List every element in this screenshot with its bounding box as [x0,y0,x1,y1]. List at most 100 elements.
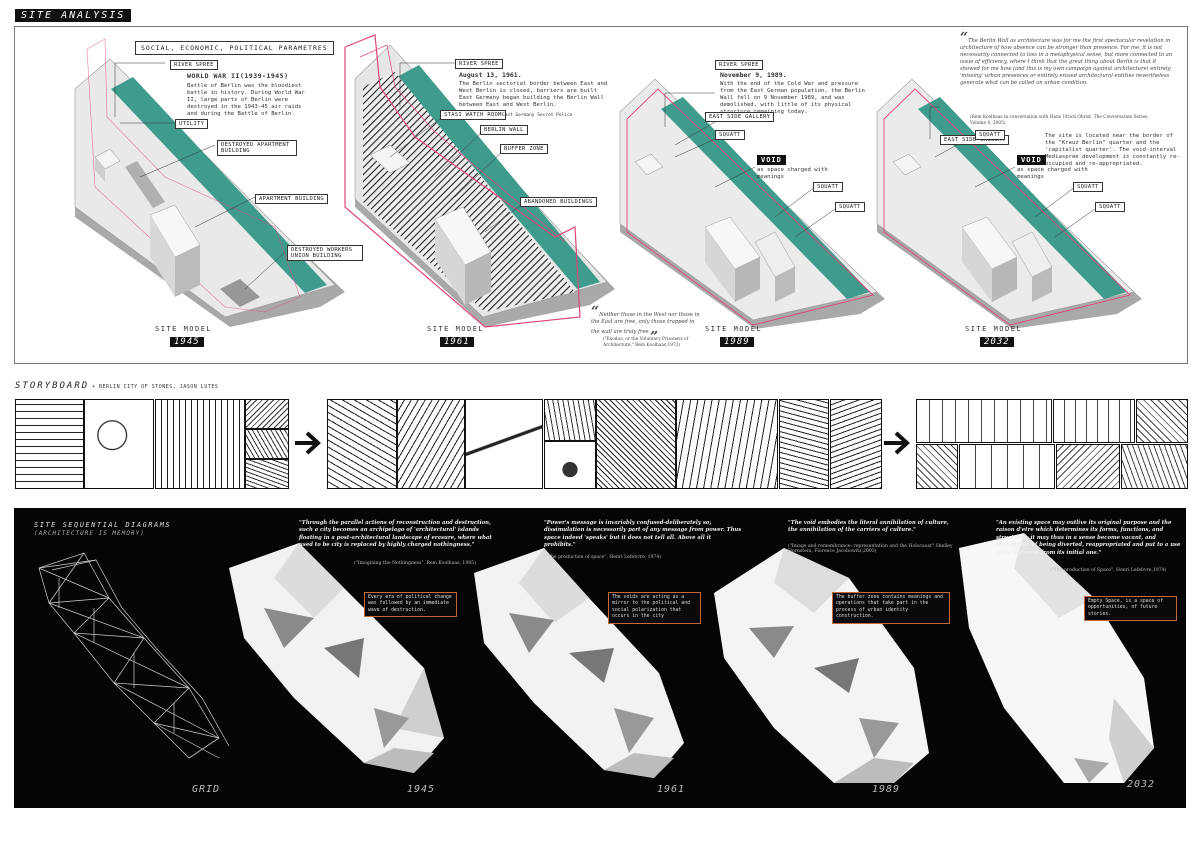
abandoned-side [435,219,465,305]
model-title-1945: WORLD WAR II(1939-1945) [187,72,289,80]
comic-panel [544,399,596,441]
grid-wireframe [38,552,230,759]
tag-berlin-wall: BERLIN WALL [480,125,528,135]
abandoned-front [465,252,491,305]
tag-river-spree-1945: RIVER SPREE [170,60,218,70]
sequence-note-2032: Empty Space, is a space of opportunities… [1084,596,1177,622]
tag-buffer-zone: BUFFER ZONE [500,144,548,154]
destroyed-building [125,161,165,208]
comic-panel [916,444,958,489]
model-desc-2032: The site is located near the border of t… [1045,133,1180,167]
comic-panel [959,444,1055,489]
model-desc-1989: With the end of the Cold War and pressur… [720,81,865,115]
comic-panel [544,441,596,489]
tag-squatt-2032-c: SQUATT [1095,202,1125,212]
tag-squatt-2032-a: SQUATT [975,130,1005,140]
sculpture-1989 [714,548,929,783]
model-title-1961: August 13, 1961. [459,71,522,79]
model-title-1989: November 9, 1989. [720,71,787,79]
river-1989 [661,97,870,299]
sequence-quote-1945: "Through the parallel actions of reconst… [299,520,492,549]
tag-east-side-gallery-2032: EAST SIDE GALLERY [940,135,1010,145]
tag-destroyed-apartment: DESTROYED APARTMENT BUILDING [217,140,297,156]
sequence-note-1989: The buffer zone contains meanings and op… [832,592,950,624]
comic-panel [596,399,676,489]
site-model-1945 [74,38,345,327]
site-models-svg [74,34,1142,329]
sculpture-1961 [474,548,684,778]
sequence-title: SITE SEQUENTIAL DIAGRAMS [34,521,172,529]
sequential-diagrams-panel: SITE SEQUENTIAL DIAGRAMS (ARCHITECTURE I… [14,508,1186,808]
site-analysis-header: SITE ANALYSIS [15,9,132,22]
storyboard-subtitle: + BERLIN CITY OF STONES, JASON LUTES [92,384,219,390]
apartment-side [150,215,175,297]
comic-panel [327,399,397,489]
tag-apartment-building: APARTMENT BUILDING [255,194,329,204]
void-text-2032: as space charged with meanings [1017,167,1088,180]
void-text-1989: as space charged with meanings [757,167,828,180]
river-2032 [918,97,1127,299]
void-label-2032: VOID [1017,155,1046,165]
tag-destroyed-union: DESTROYED WORKERS UNION BUILDING [287,245,363,261]
sequence-year-1961: 1961 [657,784,686,795]
tag-east-side-gallery-1989: EAST SIDE GALLERY [705,112,775,122]
inner-wall-line [359,44,566,243]
sequence-quote-1989: "The void embodies the literal annihilat… [788,520,949,534]
sequence-note-1961: The voids are acting as a mirror to the … [608,592,701,624]
year-1945: 1945 [170,337,204,347]
comic-panel [84,399,154,489]
comic-panel [830,399,882,489]
year-1989: 1989 [720,337,754,347]
apartment-front [175,245,200,297]
year-2032: 2032 [980,337,1014,347]
tag-squatt-1989-b: SQUATT [813,182,843,192]
comic-panel [1053,399,1135,443]
site-analysis-panel: SOCIAL, ECONOMIC, POLITICAL PARAMETRES R… [14,26,1188,364]
death-strip [363,72,575,312]
tag-river-spree-1961: RIVER SPREE [455,59,503,69]
quote-src-1961: ("Exodus, or the Voluntary Prisoners of … [603,337,689,348]
comic-panel [676,399,778,489]
sequence-year-1989: 1989 [872,784,901,795]
comic-panel [245,429,289,459]
sequence-note-1945: Every era of political change was follow… [364,592,457,618]
comic-panel [916,399,1052,443]
sequence-year-1945: 1945 [407,784,436,795]
tag-stasi-watch-room: STASI WATCH ROOM [440,110,506,120]
year-1961: 1961 [440,337,474,347]
destroyed-union [220,279,260,307]
site-model-label-2032: SITE MODEL [965,325,1023,333]
sculpture-1945 [229,543,444,773]
tag-river-spree-1989: RIVER SPREE [715,60,763,70]
sculpture-2032 [959,533,1154,783]
river-1945 [111,77,327,293]
comic-panel [465,399,543,489]
storyboard-title: STORYBOARD [15,381,90,391]
tag-squatt-1989-c: SQUATT [835,202,865,212]
sequence-src-1989: ("Image and remembrance: representation … [788,544,953,554]
sequence-src-1945: ("Imagining the Nothingness", Rem Koolha… [354,561,476,566]
sequence-year-2032: 2032 [1127,779,1156,790]
comic-panel [1121,444,1188,489]
site-model-1961 [344,34,615,328]
site-model-label-1961: SITE MODEL [427,325,485,333]
comic-panel [15,399,84,489]
model-desc-1945: Battle of Berlin was the bloodiest battl… [187,83,305,117]
tag-squatt-1989-a: SQUATT [715,130,745,140]
comic-panel [779,399,829,489]
model-desc-1961: The Berlin sectorial border between East… [459,81,608,108]
sequence-src-1961: ("The production of space", Henri Lefebv… [544,555,662,560]
arrow-right-icon [295,431,321,455]
stasi-note: East Germany Secret Police [502,113,573,118]
comic-panel [245,399,289,429]
quote-src-2032: (Rem Koolhaas in conversation with Hans … [970,115,1149,126]
void-label-1989: VOID [757,155,786,165]
site-model-label-1945: SITE MODEL [155,325,213,333]
stasi-watch-room [369,144,411,174]
former-wall-line-1989 [626,88,874,326]
comic-panel [397,399,465,489]
tag-squatt-2032-b: SQUATT [1073,182,1103,192]
comic-panel [155,399,245,489]
tag-abandoned-buildings: ABANDONED BUILDINGS [520,197,597,207]
comic-panel [1136,399,1188,443]
